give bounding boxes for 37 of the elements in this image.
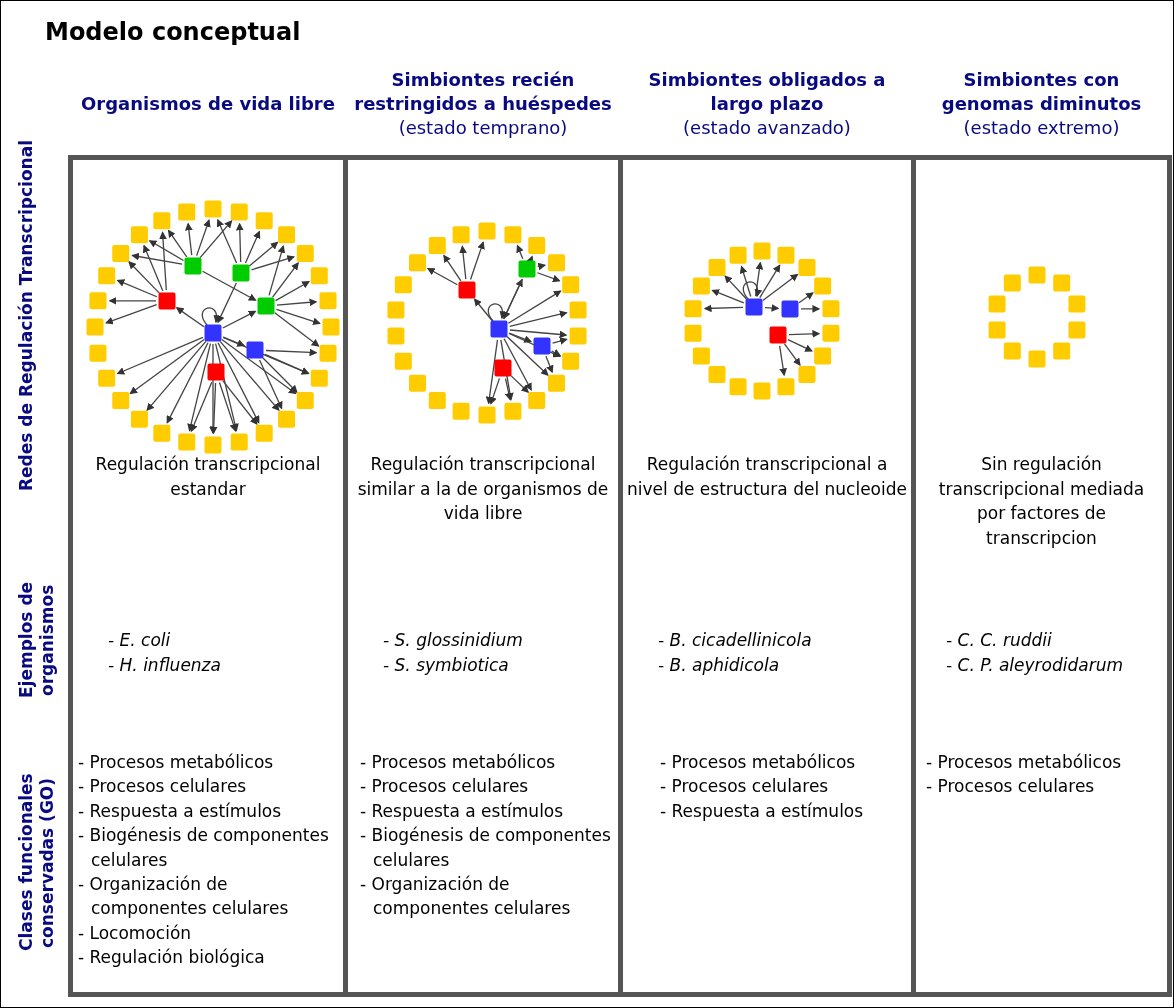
functional-class: - Procesos metabólicos	[926, 751, 1123, 774]
network-description: Sin regulación transcripcional mediada por factores de transcripcion	[937, 453, 1146, 550]
organism-name: - E. coli	[108, 630, 171, 650]
functional-class: - Procesos celulares	[78, 775, 248, 799]
row-label: Ejemplos de organismos	[16, 580, 58, 701]
column-heading: Organismos de vida libre	[80, 92, 336, 116]
network-description: Regulación transcripcional a nivel de estructura del nucleoide	[626, 453, 908, 501]
network-description: Regulación transcripcional similar a la de organismos de vida libre	[356, 453, 610, 525]
functional-class: - Organización de componentes celulares	[78, 873, 290, 921]
organism-name: - B. cicadellinicola	[658, 630, 812, 650]
row-label: Redes de Regulación Transcripcional	[16, 138, 37, 493]
column-heading: Simbiontes con genomas diminutos (estado extremo)	[940, 68, 1143, 140]
title: Modelo conceptual	[45, 18, 301, 46]
functional-class: - Biogénesis de componentes celulares	[360, 824, 612, 872]
functional-class: - Procesos metabólicos	[360, 751, 557, 774]
row-label: Clases funcionales conservadas (GO)	[16, 772, 58, 954]
functional-class: - Respuesta a estímulos	[360, 799, 565, 823]
functional-class: - Locomoción	[78, 921, 193, 945]
organism-name: - B. aphidicola	[658, 655, 780, 675]
column-heading: Simbiontes obligados a largo plazo (estado avanzado)	[647, 68, 887, 140]
functional-class: - Procesos metabólicos	[660, 751, 857, 774]
functional-class: - Respuesta a estímulos	[660, 799, 865, 823]
functional-class: - Procesos celulares	[926, 775, 1096, 799]
organism-name: - S. glossinidium	[383, 630, 523, 650]
functional-class: - Procesos metabólicos	[78, 751, 275, 774]
functional-class: - Biogénesis de componentes celulares	[78, 824, 330, 872]
network-description: Regulación transcripcional estandar	[94, 453, 322, 501]
organism-name: - S. symbiotica	[383, 655, 509, 675]
organism-name: - C. C. ruddii	[946, 630, 1052, 650]
column-heading: Simbiontes recién restringidos a huéspedes (estado temprano)	[353, 68, 613, 140]
functional-class: - Regulación biológica	[78, 946, 266, 970]
functional-class: - Procesos celulares	[360, 775, 530, 799]
functional-class: - Respuesta a estímulos	[78, 799, 283, 823]
organism-name: - C. P. aleyrodidarum	[946, 655, 1124, 675]
functional-class: - Organización de componentes celulares	[360, 873, 572, 921]
organism-name: - H. influenza	[108, 655, 221, 675]
functional-class: - Procesos celulares	[660, 775, 830, 799]
